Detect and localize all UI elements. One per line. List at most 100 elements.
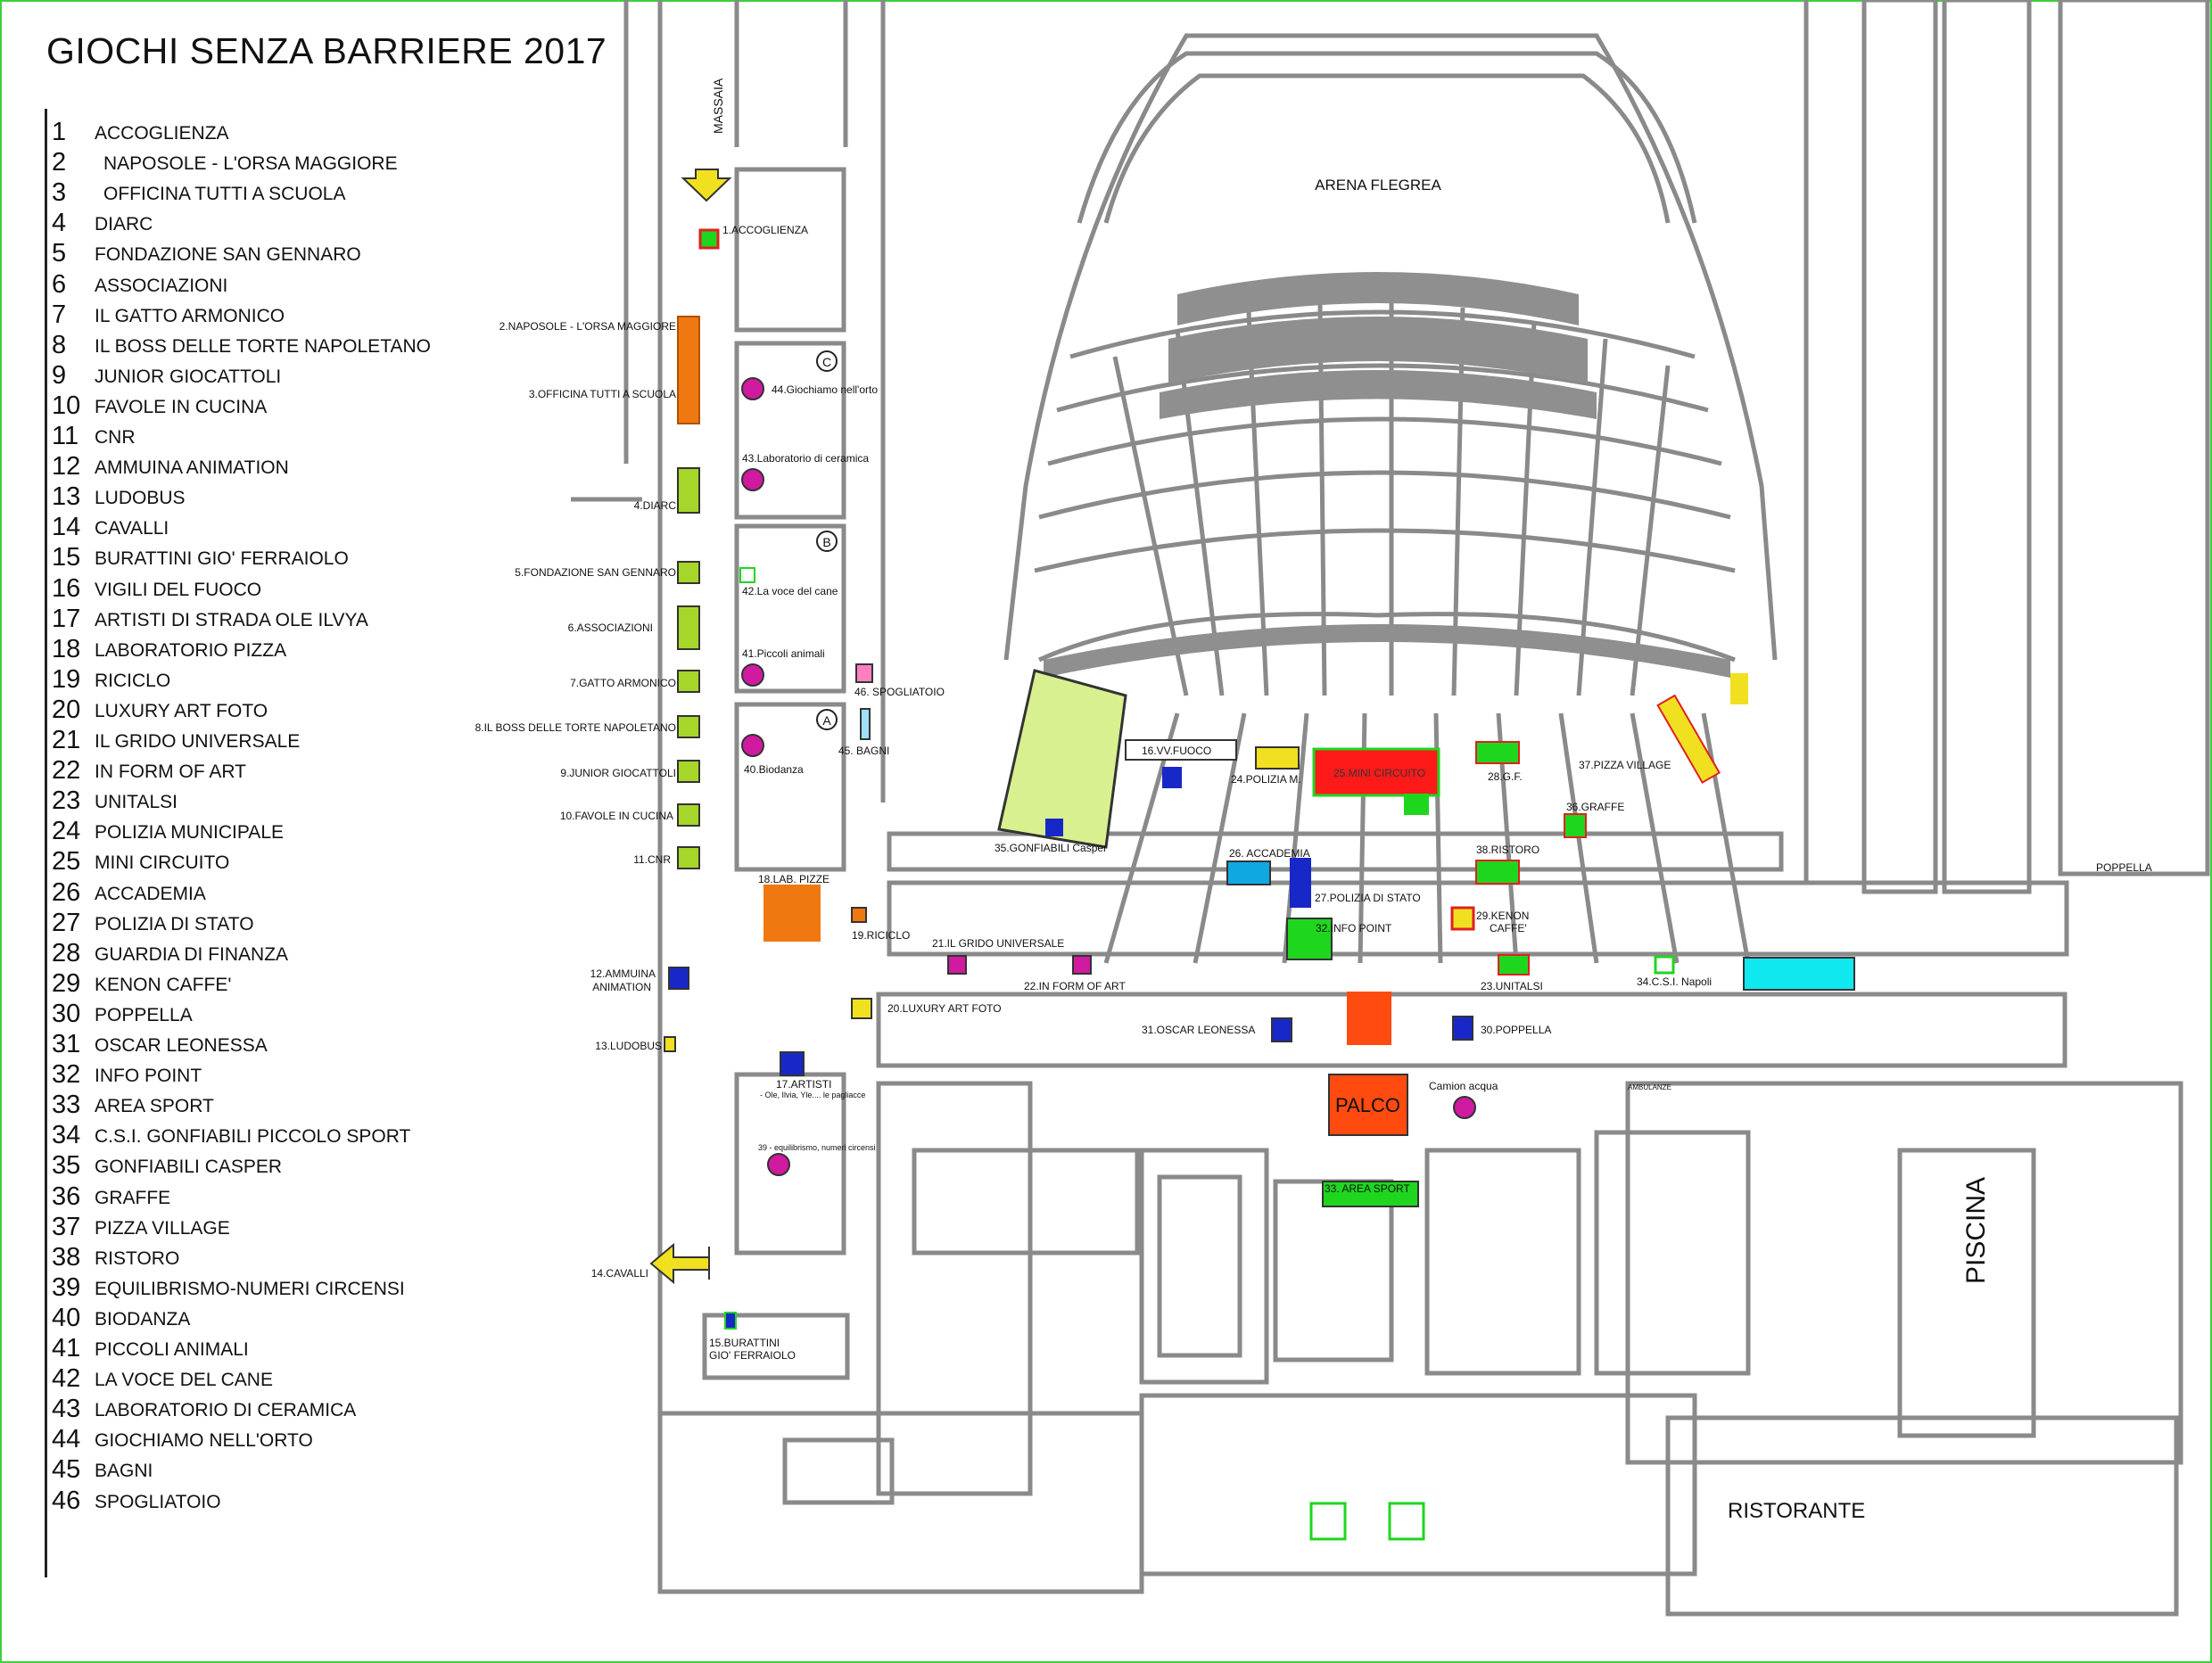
label-bagni: 45. BAGNI	[838, 745, 889, 757]
stand-boss[interactable]	[677, 715, 700, 738]
label-officina: 3.OFFICINA TUTTI A SCUOLA	[529, 388, 676, 400]
label-ceramica: 43.Laboratorio di ceramica	[742, 452, 869, 465]
legend-label: BIODANZA	[95, 1308, 191, 1330]
stand-associazioni[interactable]	[677, 605, 700, 650]
stand-info-point[interactable]	[1286, 918, 1333, 960]
stand-ristoro[interactable]	[1475, 860, 1520, 885]
legend-number: 21	[52, 726, 81, 754]
green-area-marker	[1309, 1502, 1347, 1541]
seating-band	[1160, 370, 1597, 419]
legend-number: 32	[52, 1060, 81, 1090]
stand-piccoli-animali[interactable]	[741, 663, 764, 687]
building	[1273, 1179, 1394, 1363]
stand-polizia-m[interactable]	[1255, 746, 1300, 770]
arena-curve	[1037, 612, 1736, 663]
stand-inform[interactable]	[1072, 955, 1092, 975]
stand-equilibrismo[interactable]	[767, 1153, 790, 1176]
legend-number: 17	[52, 604, 81, 633]
seating-band	[1168, 317, 1588, 383]
label-luxury: 20.LUXURY ART FOTO	[887, 1002, 1002, 1015]
stand-ammuina[interactable]	[668, 967, 689, 990]
stand-graffe[interactable]	[1564, 813, 1587, 838]
stand-giochiamo-orto[interactable]	[741, 377, 764, 400]
block	[734, 167, 846, 333]
stand-junior[interactable]	[677, 760, 700, 783]
stand-gonfiabili-casper-area[interactable]	[997, 669, 1127, 849]
stand-oscar[interactable]	[1271, 1017, 1292, 1042]
label-piccoli-animali: 41.Piccoli animali	[742, 647, 825, 660]
label-accademia: 26. ACCADEMIA	[1229, 847, 1310, 860]
stand-biodanza[interactable]	[741, 734, 764, 757]
camion-acqua-marker[interactable]	[1453, 1096, 1476, 1119]
stand-ludobus[interactable]	[664, 1036, 676, 1052]
label-diarc: 4.DIARC	[634, 499, 677, 512]
label-associazioni: 6.ASSOCIAZIONI	[568, 622, 653, 634]
legend-number: 3	[52, 178, 67, 208]
building	[876, 1081, 1033, 1496]
arena-curve	[1038, 470, 1731, 520]
stand-pizza-village[interactable]	[1656, 694, 1721, 784]
stand-csi[interactable]	[1654, 955, 1675, 975]
path-line	[1701, 712, 1751, 964]
stand-riciclo[interactable]	[851, 907, 867, 923]
label-poppella: 30.POPPELLA	[1481, 1024, 1551, 1036]
label-fondazione: 5.FONDAZIONE SAN GENNARO	[515, 566, 676, 579]
legend-number: 26	[52, 877, 81, 907]
stand-lab-pizze[interactable]	[763, 885, 821, 942]
legend-number: 23	[52, 786, 81, 816]
arrow-left-icon	[649, 1242, 710, 1285]
label-biodanza: 40.Biodanza	[744, 763, 804, 776]
arena-curve	[1034, 528, 1736, 573]
stand-accoglienza[interactable]	[698, 228, 720, 250]
legend-label: GIOCHIAMO NELL'ORTO	[95, 1430, 313, 1452]
stand-mini-circuito[interactable]	[1312, 747, 1440, 797]
stand-luxury[interactable]	[851, 998, 872, 1019]
stand-diarc[interactable]	[677, 467, 700, 514]
zone-letter-b: B	[822, 535, 830, 549]
stand-unitalsi[interactable]	[1498, 954, 1530, 976]
stand-artisti[interactable]	[780, 1051, 805, 1076]
legend-label: FAVOLE IN CUCINA	[95, 396, 268, 417]
stand-cnr[interactable]	[677, 846, 700, 869]
stand-polizia-stato[interactable]	[1290, 858, 1311, 908]
stand-poppella[interactable]	[1452, 1016, 1473, 1041]
stand-vvfuoco[interactable]	[1162, 767, 1182, 788]
stand-gonfiabili-casper[interactable]	[1045, 819, 1063, 836]
legend-number: 5	[52, 239, 67, 268]
stand-kenon[interactable]	[1450, 906, 1475, 931]
legend-label: ACCOGLIENZA	[95, 123, 229, 144]
stand-gf[interactable]	[1475, 741, 1520, 764]
legend-label: LABORATORIO DI CERAMICA	[95, 1400, 357, 1421]
legend-number: 24	[52, 817, 81, 846]
stand-voce-cane[interactable]	[739, 567, 755, 583]
stand-fondazione[interactable]	[677, 561, 700, 584]
stand-csi-gonfiabili[interactable]	[1743, 957, 1855, 991]
legend-label: OFFICINA TUTTI A SCUOLA	[103, 184, 346, 205]
stand-naposole[interactable]	[677, 316, 700, 424]
palco-stage[interactable]	[1328, 1074, 1408, 1136]
stand-burattini[interactable]	[724, 1312, 737, 1330]
block	[734, 1072, 846, 1255]
legend-label: CNR	[95, 427, 136, 448]
stand-bagni[interactable]	[860, 708, 871, 740]
label-csi: 34.C.S.I. Napoli	[1637, 976, 1712, 988]
label-grido: 21.IL GRIDO UNIVERSALE	[932, 937, 1064, 950]
legend-number: 16	[52, 573, 81, 603]
stand-grido[interactable]	[947, 955, 967, 975]
legend-label: IN FORM OF ART	[95, 762, 246, 783]
stand-favole[interactable]	[677, 803, 700, 827]
park-area	[2058, 0, 2210, 877]
stand-area-sport[interactable]	[1322, 1181, 1419, 1207]
stand-accademia[interactable]	[1226, 860, 1271, 885]
stand-spogliatoio[interactable]	[855, 663, 873, 683]
ristorante-label: RISTORANTE	[1728, 1499, 1865, 1523]
arrow-down-icon	[681, 169, 732, 202]
zone-marker-a	[816, 709, 838, 730]
building	[782, 1437, 895, 1505]
stand-ceramica[interactable]	[741, 468, 764, 491]
legend-number: 14	[52, 513, 81, 542]
legend-number: 12	[52, 452, 81, 482]
label-giochiamo-orto: 44.Giochiamo nell'orto	[772, 383, 878, 396]
stand-gatto[interactable]	[677, 670, 700, 693]
label-graffe: 36.GRAFFE	[1566, 801, 1624, 813]
